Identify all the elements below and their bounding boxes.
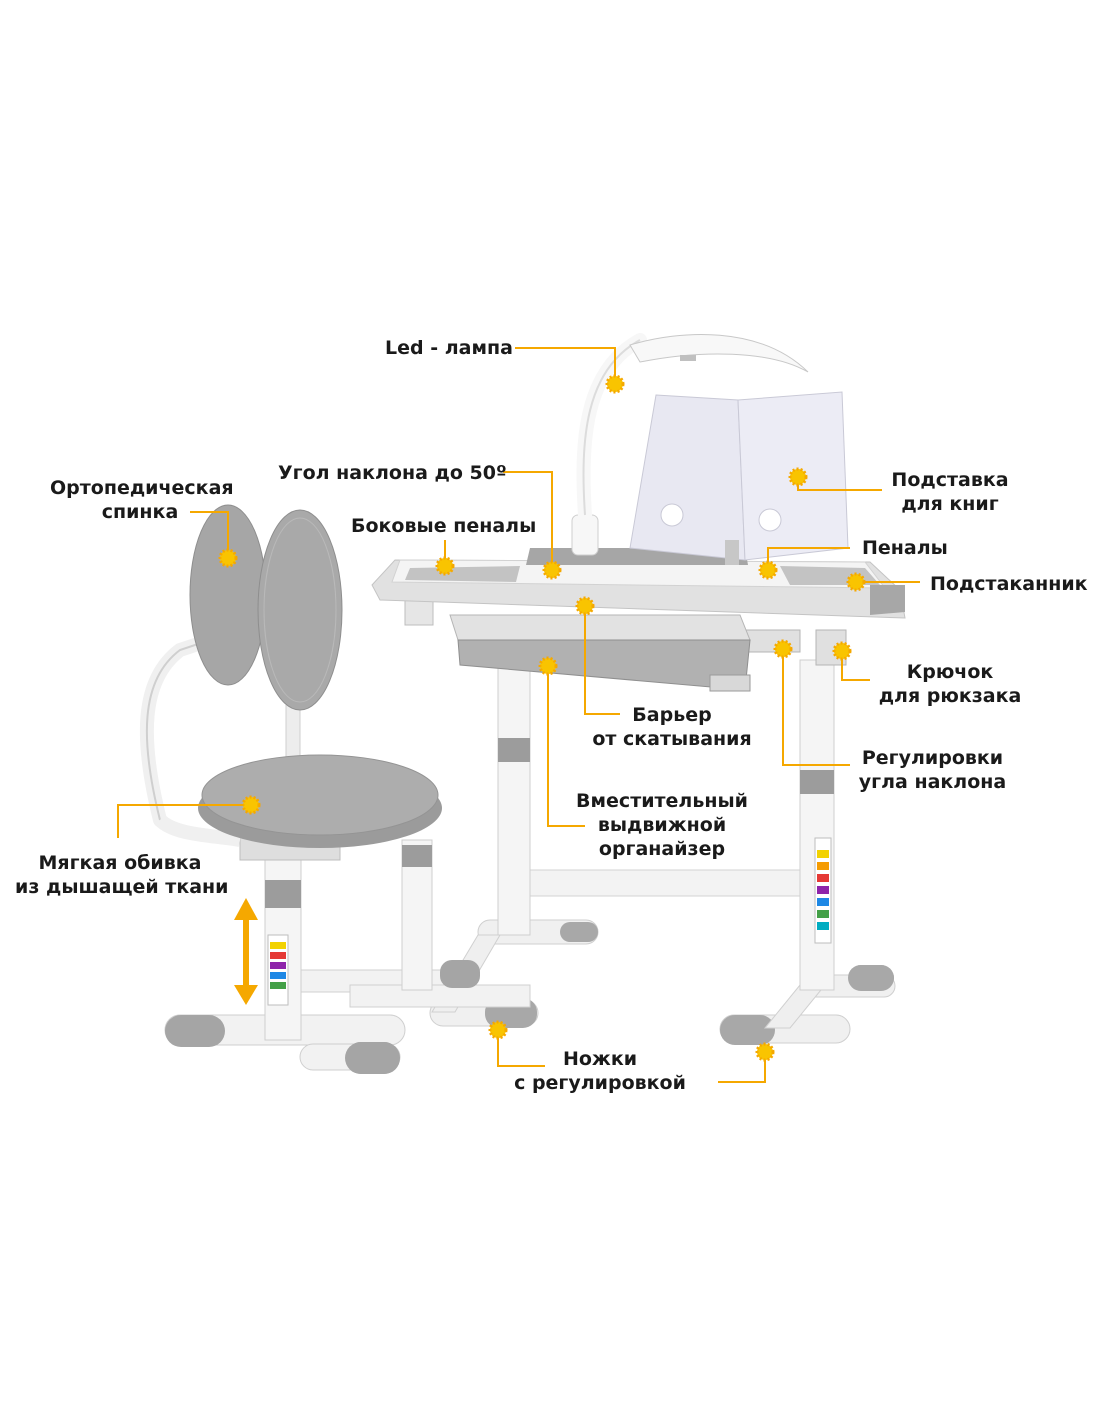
leader-barrier <box>584 606 620 715</box>
label-led-lamp: Led - лампа <box>385 336 513 360</box>
label-tilt-adjust: Регулировки угла наклона <box>855 746 1010 794</box>
hotspot-feet-right <box>755 1042 775 1062</box>
desk-left-leg <box>497 659 531 936</box>
label-hook-line1: Крючок <box>906 661 994 683</box>
label-led-lamp-text: Led - лампа <box>385 337 513 359</box>
label-ortho-back-line2: спинка <box>101 501 179 523</box>
label-book-stand-line2: для книг <box>901 493 999 515</box>
leader-led-lamp <box>515 347 616 384</box>
leader-feet-right <box>718 1052 766 1083</box>
hotspots <box>218 374 866 1062</box>
label-feet: Ножки с регулировкой <box>510 1047 690 1095</box>
label-book-stand-line1: Подставка <box>891 469 1009 491</box>
height-scale <box>814 837 832 944</box>
label-barrier-line1: Барьер <box>632 704 712 726</box>
desktop-surface <box>371 548 906 619</box>
label-feet-line2: с регулировкой <box>514 1072 686 1094</box>
hotspot-tilt-angle <box>542 560 562 580</box>
label-pencil-cases-text: Пеналы <box>862 537 948 559</box>
hotspot-soft-seat <box>241 795 261 815</box>
desk-crossbar <box>519 869 811 897</box>
label-tilt-angle-text: Угол наклона до 50º <box>278 462 507 484</box>
label-soft-seat-line1: Мягкая обивка <box>38 852 202 874</box>
hotspot-led-lamp <box>605 374 625 394</box>
leader-organizer <box>547 666 585 827</box>
label-hook: Крючок для рюкзака <box>870 660 1030 708</box>
hotspot-pencil-cases <box>758 560 778 580</box>
leader-ortho-back <box>190 511 229 558</box>
hotspot-cup-holder <box>846 572 866 592</box>
label-cup-holder: Подстаканник <box>930 572 1088 596</box>
label-organizer-line1: Вместительный <box>576 790 748 812</box>
hotspot-book-stand <box>788 467 808 487</box>
hotspot-organizer <box>538 656 558 676</box>
chair-backrest <box>189 504 343 711</box>
leader-soft-seat <box>117 804 251 838</box>
label-soft-seat: Мягкая обивка из дышащей ткани <box>15 851 229 899</box>
label-tilt-adjust-line2: угла наклона <box>858 771 1007 793</box>
hotspot-ortho-back <box>218 548 238 568</box>
desk <box>371 333 906 1045</box>
label-barrier-line2: от скатывания <box>592 728 752 750</box>
label-organizer-line2: выдвижной <box>597 814 727 836</box>
chair-seat <box>198 754 442 848</box>
label-soft-seat-line2: из дышащей ткани <box>15 876 229 898</box>
drawer-organizer <box>449 614 751 692</box>
book-stand <box>629 391 849 565</box>
leader-tilt-angle <box>503 471 553 570</box>
label-book-stand: Подставка для книг <box>885 468 1015 516</box>
label-organizer-line3: органайзер <box>598 838 726 860</box>
chair <box>139 504 531 1074</box>
height-adjust-arrow <box>234 898 258 1005</box>
label-organizer: Вместительный выдвижной органайзер <box>572 789 752 861</box>
chair-height-scale <box>267 934 289 1006</box>
leader-feet-left <box>497 1030 545 1067</box>
label-tilt-angle: Угол наклона до 50º <box>278 461 507 485</box>
label-pencil-cases: Пеналы <box>862 536 948 560</box>
label-ortho-back-line1: Ортопедическая <box>50 477 234 499</box>
label-feet-line1: Ножки <box>562 1048 638 1070</box>
leader-hook <box>841 651 870 681</box>
label-side-cases-text: Боковые пеналы <box>351 515 537 537</box>
hotspot-side-cases <box>435 556 455 576</box>
leader-tilt-adjust <box>782 649 850 766</box>
hotspot-hook <box>832 641 852 661</box>
label-tilt-adjust-line1: Регулировки <box>861 747 1004 769</box>
led-lamp <box>571 333 809 556</box>
label-ortho-back: Ортопедическая спинка <box>50 476 234 524</box>
hotspot-barrier <box>575 596 595 616</box>
hotspot-feet-left <box>488 1020 508 1040</box>
label-cup-holder-text: Подстаканник <box>930 573 1088 595</box>
label-side-cases: Боковые пеналы <box>351 514 536 538</box>
label-hook-line2: для рюкзака <box>878 685 1022 707</box>
label-barrier: Барьер от скатывания <box>592 703 752 751</box>
hotspot-tilt-adjust <box>773 639 793 659</box>
